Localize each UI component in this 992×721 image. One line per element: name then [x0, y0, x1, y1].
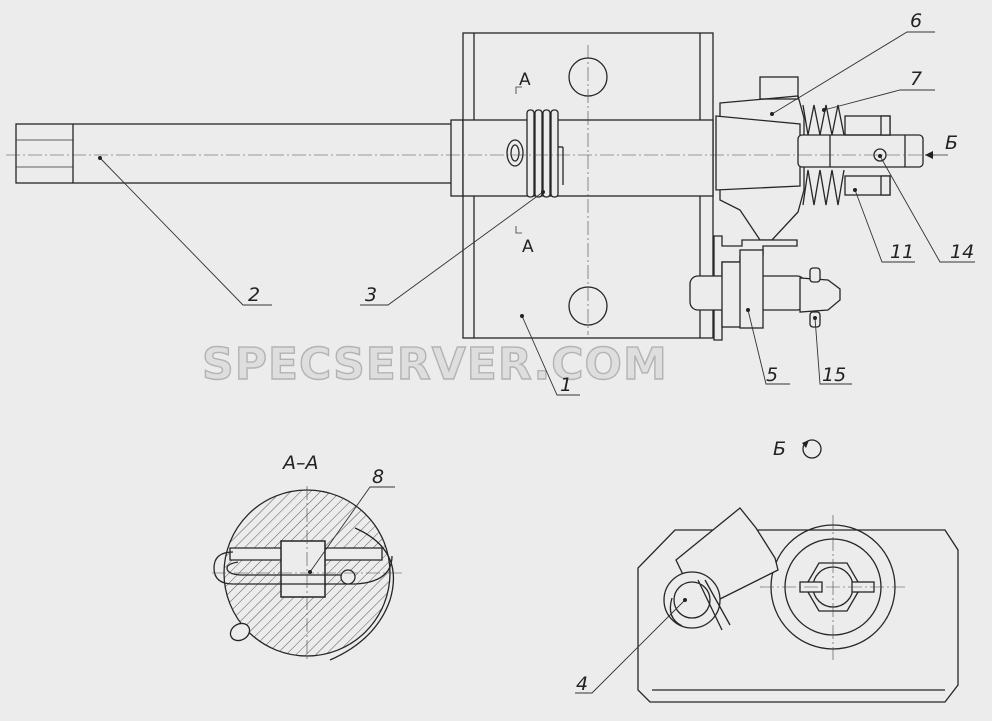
view-b-title: Б: [773, 438, 786, 460]
svg-text:14: 14: [950, 241, 974, 263]
gear-hub-part-6: [715, 76, 924, 241]
svg-text:3: 3: [365, 284, 377, 306]
section-a-a-title: А–А: [281, 452, 319, 474]
callout-5: 5: [746, 308, 790, 386]
section-mark-a-bottom: A: [515, 226, 534, 257]
svg-text:7: 7: [910, 68, 922, 90]
section-mark-a-top: A: [515, 70, 531, 94]
watermark: SPECSERVER.COM: [202, 339, 668, 390]
nut-part-11: [844, 115, 891, 196]
view-arrow-b: [925, 151, 948, 159]
section-a-a-view: А–А: [212, 452, 402, 661]
svg-text:A: A: [519, 70, 531, 90]
main-assembly-view: A A: [6, 32, 948, 341]
callout-3: 3: [360, 190, 545, 306]
svg-text:4: 4: [576, 673, 588, 695]
svg-text:Б: Б: [945, 132, 958, 154]
shaft-part-2: [15, 119, 468, 197]
svg-text:5: 5: [766, 364, 778, 386]
callout-11: 11: [853, 188, 915, 263]
callout-6: 6: [770, 10, 935, 116]
callout-2: 2: [98, 156, 272, 306]
pawl-part-4: [663, 507, 779, 631]
callout-8: 8: [308, 466, 395, 574]
svg-text:6: 6: [910, 10, 922, 32]
view-b: Б: [637, 438, 959, 703]
callout-14: 14: [878, 154, 975, 263]
svg-text:8: 8: [372, 466, 384, 488]
callout-1: 1: [520, 314, 580, 396]
latch-part-5: [689, 235, 841, 341]
callout-4: 4: [575, 598, 687, 695]
bracket-part-1: [462, 32, 714, 339]
svg-text:15: 15: [822, 364, 846, 386]
spring-part-3: [506, 109, 564, 198]
callout-15: 15: [813, 316, 852, 386]
callout-b-view: Б: [945, 132, 958, 154]
svg-text:1: 1: [560, 374, 572, 396]
svg-text:2: 2: [248, 284, 260, 306]
spring-washer-part-7: [802, 104, 845, 206]
ratchet-gear: [760, 515, 905, 660]
callout-7: 7: [822, 68, 935, 112]
svg-text:11: 11: [890, 241, 914, 263]
svg-text:A: A: [522, 237, 534, 257]
